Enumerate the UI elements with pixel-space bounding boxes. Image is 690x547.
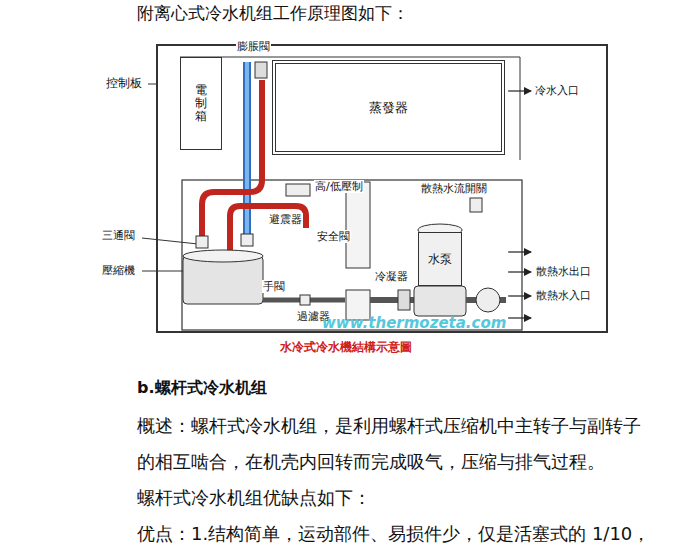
flange	[398, 290, 410, 310]
evaporator-box: 蒸發器	[272, 60, 505, 155]
part-label: 三通閥	[102, 229, 135, 242]
watermark: www.thermozeta.com	[322, 314, 506, 332]
node-text: 電制箱	[195, 84, 207, 124]
housing	[157, 45, 607, 332]
part-label: 壓縮機	[102, 264, 135, 277]
water-pipe	[370, 297, 418, 303]
hand-valve	[300, 295, 310, 305]
body-text: 螺杆式冷水机组优缺点如下：	[137, 487, 371, 509]
flow-arrow	[508, 90, 531, 91]
blue-pipe	[245, 62, 249, 238]
pressure-switch	[286, 184, 310, 196]
flow-arrow	[508, 271, 531, 272]
part-label: 手閥	[262, 280, 286, 293]
node-text: 水泵	[428, 251, 452, 268]
lower-compartment	[182, 180, 522, 330]
part-label: 散熱水流開關	[420, 182, 488, 195]
part-label: 高/低壓制	[314, 180, 364, 193]
compressor	[183, 256, 263, 304]
node-text: 蒸發器	[369, 99, 408, 117]
part-label: 冷凝器	[374, 270, 409, 283]
part-label: 膨脹閥	[236, 40, 271, 53]
part-label: 控制板	[106, 76, 142, 90]
condenser	[346, 182, 370, 268]
compressor-top	[183, 250, 263, 262]
upper-frame	[520, 57, 521, 160]
port-label: 冷水入口	[535, 84, 579, 97]
three-way-valve	[241, 234, 253, 246]
body-text: 概述：螺杆式冷水机组，是利用螺杆式压缩机中主转子与副转子	[137, 415, 641, 437]
upper-frame	[180, 57, 520, 58]
figure-caption: 水冷式冷水機結構示意圖	[280, 340, 412, 354]
control-box: 電制箱	[180, 57, 222, 150]
leader-line	[142, 271, 184, 272]
body-text: 优点：1.结构简单，运动部件、易损件少，仅是活塞式的 1/10，	[137, 523, 650, 545]
flow-arrow	[508, 317, 531, 318]
flow-arrow	[508, 251, 531, 252]
pump-box: 水泵	[418, 232, 462, 286]
part-label: 安全閥	[316, 230, 351, 243]
body-text: 的相互啮合，在机壳内回转而完成吸气，压缩与排气过程。	[137, 451, 605, 473]
expansion-valve	[255, 62, 267, 78]
flow-switch	[470, 198, 482, 212]
blue-pipe	[243, 62, 251, 238]
part-label: 避震器	[268, 213, 303, 226]
port-label: 散熱水入口	[536, 289, 591, 302]
leader-line	[142, 238, 198, 244]
flow-arrow	[508, 295, 531, 296]
pump-outlet	[476, 288, 500, 312]
port-label: 散熱水出口	[536, 265, 591, 278]
intro-line: 附离心式冷水机组工作原理图如下：	[137, 3, 409, 23]
three-way-valve	[196, 236, 208, 248]
section-heading: b.螺杆式冷水机组	[137, 378, 267, 397]
leader-line	[148, 84, 157, 85]
pump-base	[414, 286, 466, 316]
